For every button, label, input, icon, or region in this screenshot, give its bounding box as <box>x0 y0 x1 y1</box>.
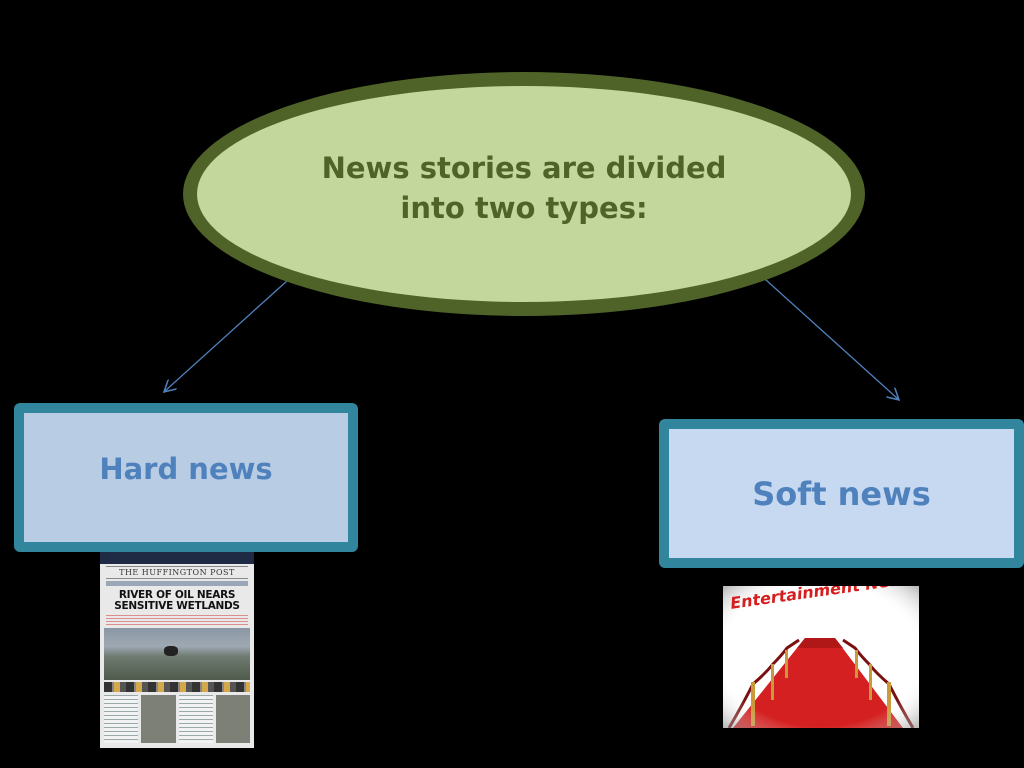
hard-news-label: Hard news <box>99 451 273 486</box>
newspaper-topbar <box>100 552 254 564</box>
newspaper-masthead: THE HUFFINGTON POST <box>106 566 248 579</box>
entertainment-news-image: Entertainment News <box>723 586 919 728</box>
arrow-to-soft-news <box>754 269 898 399</box>
root-ellipse: News stories are divided into two types: <box>183 72 865 316</box>
newspaper-photo <box>104 628 250 680</box>
soft-news-box: Soft news <box>659 419 1024 568</box>
soft-news-label: Soft news <box>752 474 931 513</box>
root-text: News stories are divided into two types: <box>321 151 727 225</box>
newspaper-image: THE HUFFINGTON POST RIVER OF OIL NEARS S… <box>100 552 254 748</box>
red-carpet-illustration <box>723 586 919 728</box>
newspaper-headline: RIVER OF OIL NEARS SENSITIVE WETLANDS <box>114 589 240 612</box>
hard-news-box: Hard news <box>14 403 358 552</box>
arrow-to-hard-news <box>165 279 289 391</box>
